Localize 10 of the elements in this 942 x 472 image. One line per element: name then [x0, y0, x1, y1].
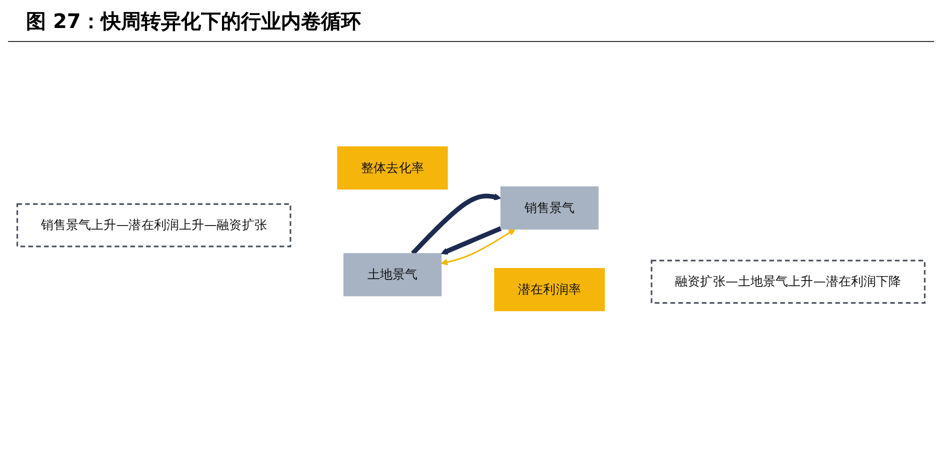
node-box: 销售景气上升—潜在利润上升—融资扩张	[16, 202, 292, 247]
node-box: 土地景气	[343, 252, 442, 296]
node-box: 整体去化率	[337, 146, 448, 190]
arrow	[440, 228, 516, 265]
figure-title: 图 27：快周转异化下的行业内卷循环	[8, 0, 934, 42]
node-box: 销售景气	[500, 186, 599, 230]
arrow	[410, 193, 502, 255]
node-box: 潜在利润率	[494, 268, 605, 311]
node-box: 融资扩张—土地景气上升—潜在利润下降	[650, 259, 926, 304]
arrow	[440, 226, 502, 254]
